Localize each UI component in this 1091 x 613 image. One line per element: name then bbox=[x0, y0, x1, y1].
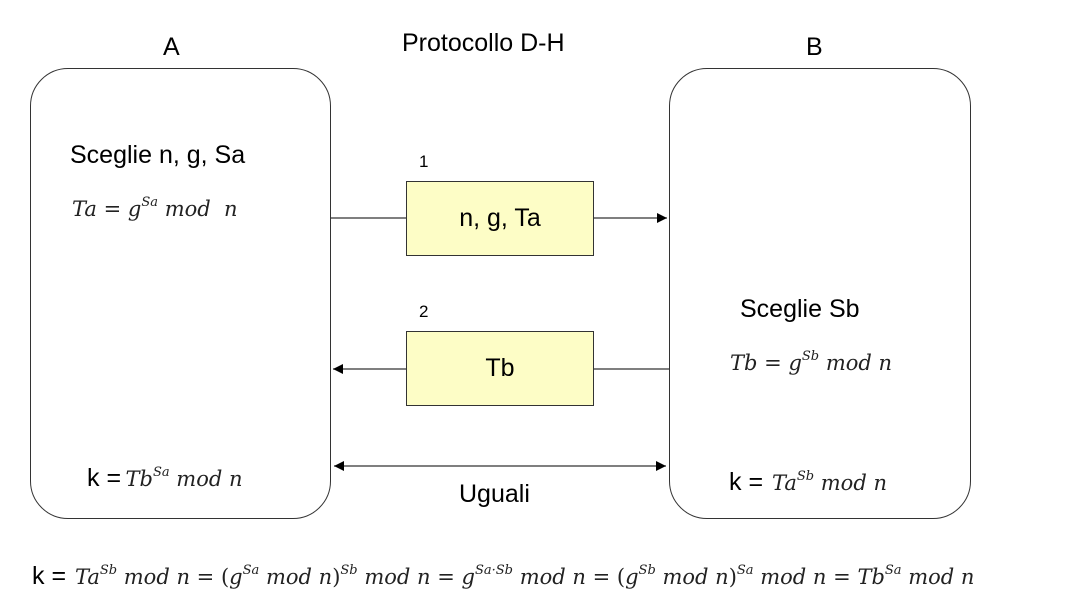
party-a-choose: Sceglie n, g, Sa bbox=[70, 141, 246, 169]
party-a-box bbox=[30, 68, 331, 519]
message-1-box: n, g, Ta bbox=[406, 181, 594, 256]
bottom-k-label: k = bbox=[32, 562, 67, 590]
party-a-formula: Ta = gSa mod n bbox=[72, 195, 238, 221]
party-a-label: A bbox=[163, 33, 180, 61]
party-b-label: B bbox=[806, 33, 823, 61]
equal-label: Uguali bbox=[459, 480, 530, 508]
diagram-title: Protocollo D-H bbox=[402, 29, 565, 57]
message-2-step: 2 bbox=[419, 302, 429, 321]
message-2-box: Tb bbox=[406, 331, 594, 406]
message-1-step: 1 bbox=[419, 152, 429, 171]
party-b-box bbox=[669, 68, 971, 519]
message-2-content: Tb bbox=[485, 354, 515, 382]
party-a-key: k = TbSa mod n bbox=[87, 464, 243, 492]
party-b-key: k = TaSb mod n bbox=[729, 468, 887, 496]
message-1-content: n, g, Ta bbox=[459, 204, 541, 232]
bottom-equation: k = TaSb mod n = (gSa mod n)Sb mod n = g… bbox=[32, 562, 974, 591]
bottom-equation-terms: TaSb mod n = (gSa mod n)Sb mod n = gSa·S… bbox=[74, 563, 975, 589]
party-b-formula: Tb = gSb mod n bbox=[730, 349, 893, 375]
party-b-choose: Sceglie Sb bbox=[740, 295, 860, 323]
